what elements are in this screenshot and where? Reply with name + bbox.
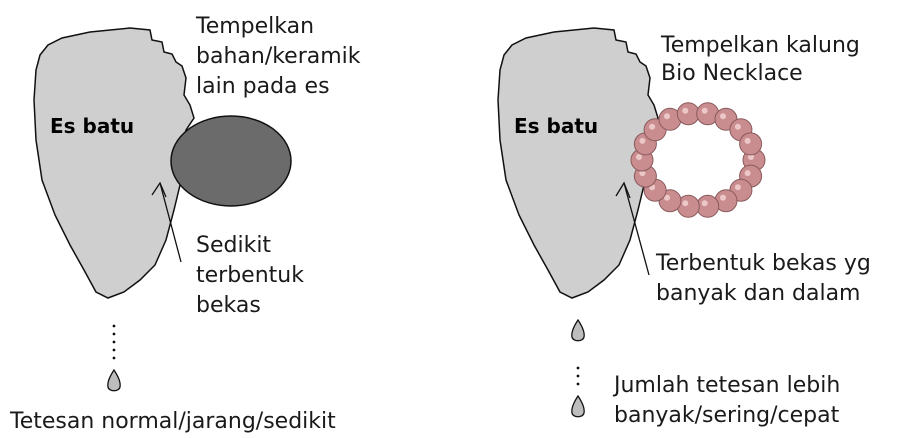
necklace-bead-highlight bbox=[734, 123, 741, 130]
necklace-bead-highlight bbox=[636, 154, 642, 160]
necklace-bead-highlight bbox=[649, 123, 656, 130]
right-panel: Es batu Tempelkan kalung Bio Necklace Te… bbox=[497, 27, 878, 428]
left-effect-line-2: terbentuk bbox=[196, 263, 304, 288]
left-arrow bbox=[151, 181, 182, 263]
necklace-bead bbox=[739, 132, 763, 156]
necklace-bead-highlight bbox=[682, 107, 689, 114]
necklace-bead-highlight bbox=[664, 113, 670, 120]
left-ice-label: Es batu bbox=[50, 114, 134, 138]
right-instruction-text: Tempelkan kalung Bio Necklace bbox=[660, 33, 867, 86]
necklace-bead-highlight bbox=[664, 194, 670, 201]
right-result-text: Jumlah tetesan lebih banyak/sering/cepat bbox=[612, 373, 847, 428]
right-result-line-1: Jumlah tetesan lebih bbox=[612, 373, 840, 398]
right-result-line-2: banyak/sering/cepat bbox=[614, 403, 840, 428]
necklace-bead-highlight bbox=[701, 200, 708, 207]
left-effect-line-1: Sedikit bbox=[196, 233, 271, 258]
necklace-bead-highlight bbox=[744, 170, 751, 177]
right-water-drop-2 bbox=[571, 394, 585, 418]
right-instruction-line-2: Bio Necklace bbox=[661, 61, 803, 86]
right-ice-label: Es batu bbox=[514, 114, 598, 138]
necklace-bead-highlight bbox=[720, 194, 726, 201]
left-water-drop bbox=[107, 368, 121, 392]
necklace-bead bbox=[696, 194, 720, 218]
right-arrow bbox=[615, 181, 650, 276]
necklace-bead bbox=[676, 102, 700, 126]
left-instruction-line-2: bahan/keramik bbox=[196, 44, 361, 69]
left-drip-dots bbox=[112, 324, 116, 360]
left-ice-block bbox=[33, 27, 195, 299]
right-water-drop-1 bbox=[571, 318, 585, 342]
left-result-text: Tetesan normal/jarang/sedikit bbox=[9, 409, 336, 434]
left-instruction-line-1: Tempelkan bbox=[195, 14, 314, 39]
necklace-bead-highlight bbox=[748, 154, 754, 160]
necklace-bead-highlight bbox=[720, 113, 726, 120]
left-effect-text: Sedikit terbentuk bekas bbox=[196, 233, 311, 318]
right-instruction-line-1: Tempelkan kalung bbox=[660, 33, 860, 58]
left-instruction-line-3: lain pada es bbox=[196, 74, 330, 99]
necklace-bead-highlight bbox=[744, 137, 751, 144]
left-effect-line-3: bekas bbox=[196, 293, 261, 318]
left-instruction-text: Tempelkan bahan/keramik lain pada es bbox=[195, 14, 368, 99]
right-effect-line-1: Terbentuk bekas yg bbox=[655, 251, 871, 276]
bio-necklace bbox=[630, 102, 766, 218]
necklace-bead-highlight bbox=[639, 137, 646, 144]
necklace-bead-highlight bbox=[639, 170, 646, 177]
necklace-bead-highlight bbox=[701, 107, 708, 114]
left-panel: Es batu Tempelkan bahan/keramik lain pad… bbox=[9, 14, 368, 434]
left-ceramic-piece bbox=[170, 115, 292, 207]
right-effect-line-2: banyak dan dalam bbox=[656, 281, 860, 306]
right-effect-text: Terbentuk bekas yg banyak dan dalam bbox=[655, 251, 878, 306]
necklace-bead-highlight bbox=[734, 184, 741, 191]
necklace-bead-highlight bbox=[682, 200, 689, 207]
right-drip-dots bbox=[576, 366, 580, 386]
